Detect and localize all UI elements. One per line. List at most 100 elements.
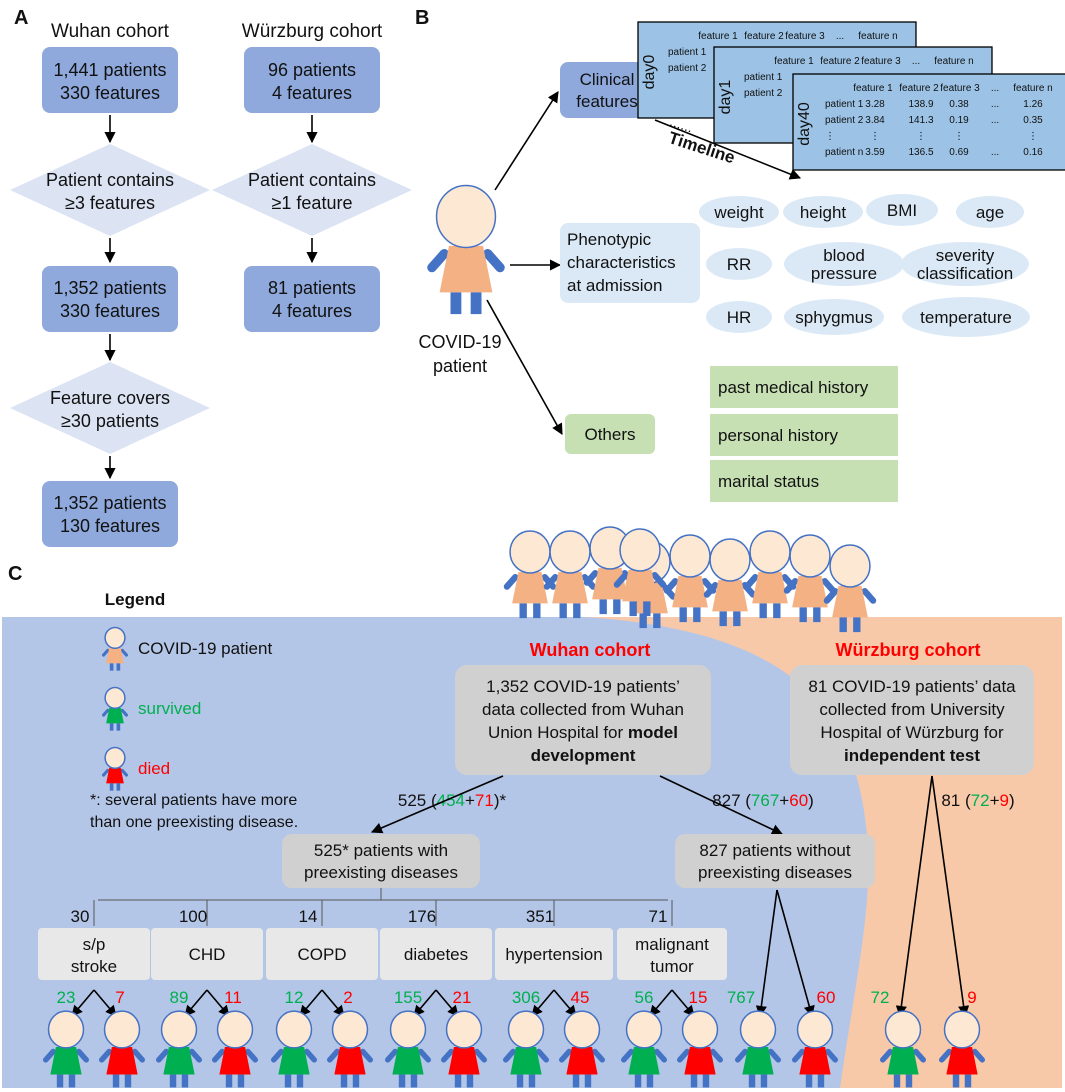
disease-box-2: [266, 928, 378, 980]
timeline-dots: ......: [668, 113, 695, 135]
covid-patient-large-body: [439, 245, 493, 293]
day-1-header-4: feature n: [934, 56, 973, 67]
disease-died-person-0-left-leg: [112, 1074, 120, 1088]
day-1-header-0: feature 1: [774, 56, 814, 67]
crowd-person-0-head: [509, 530, 551, 574]
wz-survived-person-head: [884, 1010, 922, 1049]
day40-cell-2-4: ⋮: [1028, 131, 1038, 142]
crowd-person-2-body: [592, 567, 628, 600]
arrow-to-no-preexisting: [659, 775, 784, 835]
no-pre-survived-person-right-leg: [760, 1074, 768, 1088]
disease-arrow-died-5: [671, 989, 695, 1017]
legend-item-died: died: [138, 759, 170, 778]
disease-died-person-5: [677, 1010, 723, 1088]
disease-died-4: 45: [571, 988, 590, 1007]
wurzburg-box-1-text-line-1: 96 patients: [268, 60, 356, 80]
wurzburg-data-box-text-line-2: collected from University: [819, 700, 1005, 719]
day40-cell-0-3: ...: [991, 99, 999, 110]
disease-survived-person-1-right-arm: [189, 1048, 203, 1063]
wurzburg-diamond-1: [212, 144, 412, 236]
panel-c-label: C: [8, 563, 22, 585]
covid-patient-label-line-2: patient: [433, 356, 487, 376]
wuhan-data-box-text-line-1: 1,352 COVID-19 patients’: [486, 677, 680, 696]
disease-arrow-died-2: [321, 989, 345, 1017]
crowd-person-2-left-arm: [583, 570, 599, 586]
day40-cell-2-0: ⋮: [870, 131, 880, 142]
disease-arrow-died-4: [553, 989, 577, 1017]
wz-died-person-left-arm: [939, 1048, 952, 1063]
day-0-row-label-1: patient 2: [668, 63, 707, 74]
day-0-header-1: feature 2: [744, 31, 784, 42]
crowd-person-1-head: [549, 530, 591, 574]
disease-died-3: 21: [453, 988, 472, 1007]
disease-died-person-2-right-leg: [352, 1074, 360, 1088]
disease-died-person-0-right-arm: [132, 1048, 146, 1063]
wz-died-person-right-leg: [964, 1074, 972, 1088]
other-item-box-1: [710, 414, 898, 456]
wuhan-diamond-1-text-line-1: Patient contains: [46, 170, 174, 190]
disease-died-person-3-body: [448, 1046, 480, 1075]
wuhan-box-3-text-line-1: 1,352 patients: [53, 493, 166, 513]
disease-arrow-died-3: [435, 989, 459, 1017]
legend-title: Legend: [105, 590, 165, 609]
crowd-person-4-left-leg: [679, 607, 687, 623]
phenotype-label-5-b: pressure: [811, 264, 877, 283]
disease-died-1: 11: [224, 988, 242, 1007]
disease-count-5: 71: [649, 907, 668, 926]
day-table-2: [792, 73, 1065, 171]
crowd-person-8: [823, 544, 877, 633]
day-2-header-3: ...: [991, 83, 999, 94]
disease-survived-person-2-body: [278, 1046, 310, 1075]
disease-died-person-5-body: [684, 1046, 716, 1075]
disease-died-person-1-left-arm: [211, 1048, 225, 1063]
wurzburg-box-2-text-line-1: 81 patients: [268, 278, 356, 298]
disease-name-4: hypertension: [505, 945, 602, 964]
wuhan-box-3: [42, 481, 178, 547]
disease-name-5-line-1: malignant: [635, 935, 709, 954]
day-2-header-2: feature 3: [940, 83, 980, 94]
day40-cell-3-1: 136.5: [908, 147, 933, 158]
disease-died-person-1-right-leg: [237, 1074, 245, 1088]
disease-died-person-0-body: [106, 1046, 138, 1075]
day-label-0: day0: [641, 55, 658, 90]
covid-patient-large-right-leg: [470, 292, 482, 315]
day-0-header-2: feature 3: [785, 31, 825, 42]
crowd-person-0-left-arm: [503, 574, 519, 590]
disease-died-person-3: [441, 1010, 487, 1088]
day40-cell-0-4: 1.26: [1023, 99, 1043, 110]
disease-survived-person-4-right-leg: [528, 1074, 536, 1088]
disease-died-person-3-left-arm: [441, 1048, 454, 1063]
crowd-person-8-right-arm: [861, 588, 877, 604]
disease-count-1: 100: [179, 907, 207, 926]
covid-patient-large: [427, 184, 505, 315]
wurzburg-data-box-text-line-3: Hospital of Würzburg for: [820, 723, 1004, 742]
day40-row-label-2: ⋮: [825, 131, 835, 142]
disease-survived-person-4-left-leg: [516, 1074, 524, 1088]
wuhan-diamond-2: [10, 362, 210, 454]
wuhan-data-box-text-line-3: Union Hospital for model: [488, 723, 678, 742]
disease-survived-person-1-right-leg: [181, 1074, 189, 1088]
day40-cell-2-1: ⋮: [916, 131, 926, 142]
phenotype-label-3: age: [976, 203, 1004, 222]
wuhan-box-3-text-line-2: 130 features: [60, 516, 160, 536]
crowd-person-8-right-leg: [853, 617, 861, 633]
day40-cell-0-2: 0.38: [949, 99, 969, 110]
day-0-header-0: feature 1: [698, 31, 738, 42]
wuhan-cohort-title: Wuhan cohort: [530, 640, 651, 660]
disease-name-2: COPD: [297, 945, 346, 964]
crowd-person-6: [743, 530, 797, 619]
day40-row-label-0: patient 1: [825, 99, 864, 110]
day-1-row-label-1: patient 2: [744, 88, 783, 99]
phenotype-label-8: sphygmus: [795, 308, 872, 327]
disease-survived-person-3-left-leg: [398, 1074, 406, 1088]
other-item-box-2: [710, 460, 898, 502]
day40-row-label-1: patient 2: [825, 115, 864, 126]
legend-patient-icon-head: [104, 626, 126, 650]
disease-died-person-2: [327, 1010, 373, 1088]
disease-died-person-2-left-leg: [340, 1074, 348, 1088]
crowd-person-6-left-arm: [743, 574, 759, 590]
phenotype-oval-7: [706, 301, 772, 333]
day40-cell-1-3: ...: [991, 115, 999, 126]
legend-item-survived: survived: [138, 699, 201, 718]
wurzburg-box-1: [244, 47, 380, 113]
